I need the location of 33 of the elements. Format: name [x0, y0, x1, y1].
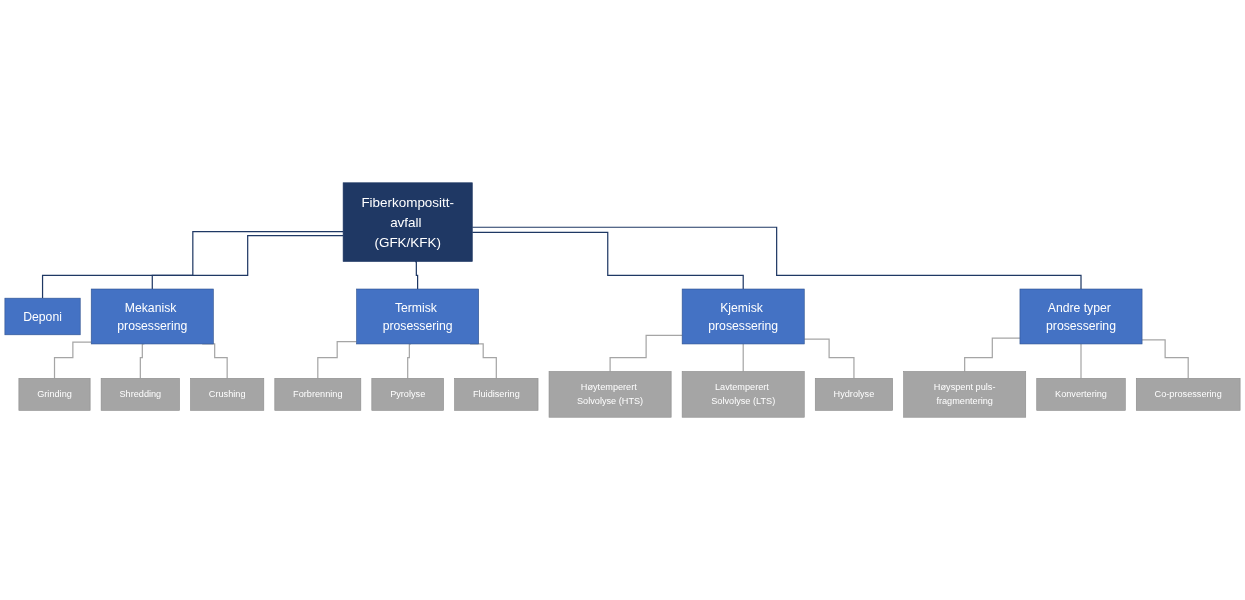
connector: [139, 343, 145, 379]
node-box: Pyrolyse: [371, 378, 444, 411]
connector: [609, 334, 683, 373]
node-box: Fiberkompositt-avfall (GFK/KFK): [342, 182, 473, 262]
connector: [41, 230, 344, 299]
connector: [151, 234, 344, 290]
node-box: Co-prosessering: [1135, 378, 1241, 411]
node-box: Høytemperert Solvolyse (HTS): [548, 371, 672, 418]
connector: [471, 226, 1082, 290]
node-box: Fluidisering: [454, 378, 539, 411]
node-box: Forbrenning: [274, 378, 362, 411]
connector: [742, 343, 744, 373]
node-box: Grinding: [18, 378, 91, 411]
connector: [964, 337, 1021, 373]
node-box: Andre typer prosessering: [1019, 288, 1143, 345]
node-box: Lavtemperert Solvolyse (LTS): [681, 371, 805, 418]
connector: [1080, 343, 1082, 379]
connector: [471, 231, 744, 290]
node-box: Deponi: [4, 297, 81, 336]
node-box: Termisk prosessering: [356, 288, 479, 345]
connector: [1141, 339, 1189, 379]
node-box: Mekanisk prosessering: [90, 288, 214, 345]
node-box: Konvertering: [1036, 378, 1126, 411]
connector: [803, 338, 855, 379]
connector: [407, 343, 412, 379]
node-box: Kjemisk prosessering: [681, 288, 805, 345]
node-box: Hydrolyse: [814, 378, 893, 411]
connector: [414, 260, 419, 290]
node-box: Høyspent puls-fragmentering: [903, 371, 1027, 418]
node-box: Shredding: [100, 378, 180, 411]
connector: [53, 341, 92, 379]
node-box: Crushing: [190, 378, 265, 411]
connector: [317, 341, 358, 379]
